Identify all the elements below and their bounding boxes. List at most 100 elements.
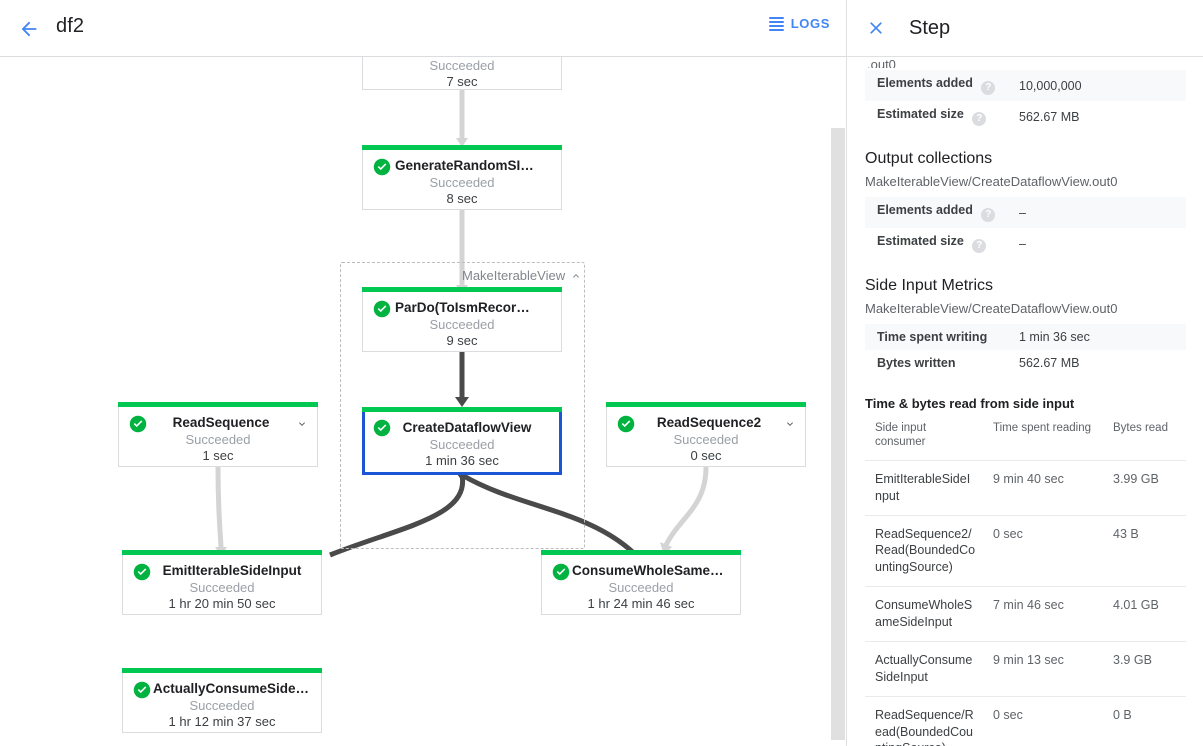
chevron-up-icon[interactable] [570, 270, 582, 282]
graph-node-generaterandomsidata[interactable]: GenerateRandomSIData Succeeded 8 sec [362, 145, 562, 210]
graph-node-readsequence2[interactable]: ReadSequence2 Succeeded 0 sec [606, 402, 806, 467]
step-group-label[interactable]: MakeIterableView [462, 268, 582, 283]
table-row: Estimated size ? 562.67 MB [865, 101, 1186, 132]
column-header-time[interactable]: Time spent reading [983, 415, 1103, 461]
node-status: Succeeded [429, 175, 495, 190]
graph-node-createdataflowview[interactable]: CreateDataflowView Succeeded 1 min 36 se… [362, 407, 562, 475]
node-duration: 1 min 36 sec [425, 453, 499, 468]
node-status: Succeeded [429, 437, 495, 452]
back-arrow-icon[interactable] [14, 14, 44, 44]
output-collections-table: Elements added ? – Estimated size ? – [865, 197, 1186, 259]
success-check-icon [129, 415, 147, 433]
success-check-icon [373, 419, 391, 437]
time-spent-reading: 7 min 46 sec [983, 586, 1103, 642]
metric-key: Time spent writing [877, 330, 988, 344]
panel-body[interactable]: .out0 Elements added ? 10,000,000 Estima… [847, 58, 1203, 746]
time-spent-reading: 0 sec [983, 696, 1103, 746]
table-row: Estimated size ? – [865, 228, 1186, 259]
chevron-down-icon[interactable] [296, 417, 308, 429]
table-row[interactable]: ConsumeWholeSameSideInput 7 min 46 sec 4… [865, 586, 1186, 642]
table-row: Time spent writing 1 min 36 sec [865, 324, 1186, 350]
bytes-read: 3.9 GB [1103, 641, 1186, 697]
side-input-metrics-table: Time spent writing 1 min 36 sec Bytes wr… [865, 324, 1186, 376]
node-duration: 1 hr 12 min 37 sec [168, 714, 276, 729]
metric-value: 10,000,000 [1019, 78, 1082, 93]
column-header-consumer[interactable]: Side input consumer [865, 415, 983, 461]
node-status: Succeeded [429, 58, 495, 73]
panel-title: Step [909, 16, 951, 39]
node-duration: 1 sec [202, 448, 234, 463]
bytes-read: 4.01 GB [1103, 586, 1186, 642]
graph-node-top-clipped[interactable]: Succeeded 7 sec [362, 57, 562, 90]
help-icon[interactable]: ? [981, 208, 996, 222]
help-icon[interactable]: ? [972, 112, 987, 126]
pipeline-graph-canvas[interactable]: MakeIterableView Succeeded 7 sec Generat… [0, 57, 846, 746]
node-status: Succeeded [185, 432, 251, 447]
section-title-time-bytes-read: Time & bytes read from side input [865, 396, 1075, 411]
consumer-name: ReadSequence/Read(BoundedCountingSource) [865, 696, 983, 746]
node-status: Succeeded [429, 317, 495, 332]
table-row[interactable]: ReadSequence2/Read(BoundedCountingSource… [865, 515, 1186, 588]
metric-value: 1 min 36 sec [1019, 330, 1090, 344]
table-row: Bytes written 562.67 MB [865, 350, 1186, 376]
step-group-makeiterableview[interactable] [340, 262, 585, 549]
logs-button-label: LOGS [790, 16, 830, 31]
node-title: EmitIterableSideInput [162, 563, 302, 578]
node-status-accent [362, 145, 562, 150]
success-check-icon [552, 563, 570, 581]
bytes-read: 43 B [1103, 515, 1186, 588]
node-title: ReadSequence [172, 415, 270, 430]
graph-scrollbar-thumb[interactable] [831, 128, 845, 740]
metric-value: 562.67 MB [1019, 109, 1080, 124]
panel-header: Step [847, 0, 1203, 57]
clipped-collection-name: .out0 [867, 58, 896, 68]
table-row[interactable]: ReadSequence/Read(BoundedCountingSource)… [865, 696, 1186, 746]
page-title: df2 [56, 15, 85, 37]
node-title: GenerateRandomSIData [395, 158, 550, 173]
logs-list-icon [768, 16, 784, 31]
node-status: Succeeded [189, 698, 255, 713]
consumer-name: EmitIterableSideInput [865, 460, 983, 516]
table-row[interactable]: EmitIterableSideInput 9 min 40 sec 3.99 … [865, 460, 1186, 516]
node-status-accent [606, 402, 806, 407]
table-row[interactable]: ActuallyConsumeSideInput 9 min 13 sec 3.… [865, 641, 1186, 697]
success-check-icon [133, 681, 151, 699]
graph-node-readsequence[interactable]: ReadSequence Succeeded 1 sec [118, 402, 318, 467]
chevron-down-icon[interactable] [784, 417, 796, 429]
metric-key: Elements added [877, 203, 973, 217]
node-status-accent [362, 407, 562, 412]
graph-node-pardo-toismrecordfor[interactable]: ParDo(ToIsmRecordFor… Succeeded 9 sec [362, 287, 562, 352]
time-spent-reading: 9 min 13 sec [983, 641, 1103, 697]
node-title: ConsumeWholeSameSi… [572, 563, 737, 578]
help-icon[interactable]: ? [981, 81, 996, 95]
help-icon[interactable]: ? [972, 239, 987, 253]
node-duration: 1 hr 20 min 50 sec [168, 596, 276, 611]
node-status-accent [362, 287, 562, 292]
node-status: Succeeded [189, 580, 255, 595]
step-details-panel: Step .out0 Elements added ? 10,000,000 E… [846, 0, 1203, 746]
close-icon[interactable] [863, 15, 889, 41]
node-duration: 0 sec [690, 448, 722, 463]
consumer-name: ReadSequence2/Read(BoundedCountingSource… [865, 515, 983, 588]
job-graph-pane: df2 LOGS [0, 14, 846, 746]
success-check-icon [373, 158, 391, 176]
graph-node-emititerablesideinput[interactable]: EmitIterableSideInput Succeeded 1 hr 20 … [122, 550, 322, 615]
node-title: ReadSequence2 [656, 415, 762, 430]
logs-button[interactable]: LOGS [768, 16, 830, 31]
metric-value: – [1019, 236, 1026, 251]
graph-node-actuallyconsumesideinput[interactable]: ActuallyConsumeSideI… Succeeded 1 hr 12 … [122, 668, 322, 733]
node-status: Succeeded [673, 432, 739, 447]
column-header-bytes[interactable]: Bytes read [1103, 415, 1186, 461]
metric-key: Bytes written [877, 356, 956, 370]
side-input-consumers-table: Side input consumer Time spent reading B… [865, 415, 1186, 746]
node-title: ParDo(ToIsmRecordFor… [395, 300, 560, 315]
section-title-side-input-metrics: Side Input Metrics [865, 277, 994, 294]
graph-node-consumewholesamesideinput[interactable]: ConsumeWholeSameSi… Succeeded 1 hr 24 mi… [541, 550, 741, 615]
step-group-name: MakeIterableView [462, 268, 566, 283]
node-status-accent [541, 550, 741, 555]
time-spent-reading: 9 min 40 sec [983, 460, 1103, 516]
node-status-accent [122, 550, 322, 555]
node-status-accent [122, 668, 322, 673]
success-check-icon [133, 563, 151, 581]
